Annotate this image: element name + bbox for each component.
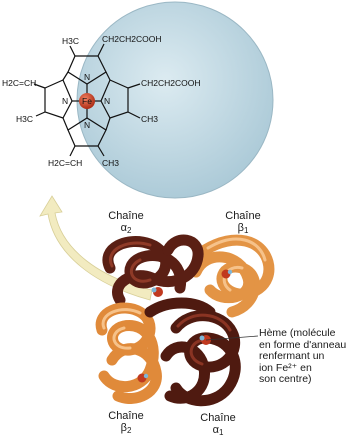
- porphyrin-ring: [33, 43, 141, 157]
- heme-leader-line: [205, 335, 259, 341]
- label-chain-beta1: Chaîne β1: [225, 210, 261, 235]
- label-chain-alpha2: Chaîne α2: [108, 210, 144, 235]
- heme-site-markers: [137, 269, 233, 383]
- chain-alpha2-tube: [102, 234, 204, 306]
- nitrogen-top: N: [84, 72, 90, 82]
- heme-note-line3: renfermant un: [259, 350, 325, 362]
- heme-note-line1: Hème (molécule: [259, 327, 336, 339]
- formula-left-vinyl: H2C=CH: [2, 78, 36, 88]
- formula-bottom-methyl: CH3: [102, 158, 119, 168]
- heme-note-line2: en forme d'anneau: [259, 338, 347, 351]
- formula-top-acid: CH2CH2COOH: [102, 34, 162, 44]
- chain-beta2-tube: [95, 302, 162, 404]
- iron-label: Fe: [82, 96, 92, 106]
- formula-bottom-vinyl: H2C=CH: [48, 158, 82, 168]
- heme-note-line4: ion Fe²⁺ en: [259, 361, 312, 374]
- formula-top-methyl: H3C: [62, 36, 79, 46]
- heme-note-line5: son centre): [259, 373, 312, 385]
- heme-magnify-circle: [76, 1, 274, 199]
- hemoglobin-protein: [95, 234, 275, 407]
- chain-beta1-tube: [190, 234, 275, 318]
- formula-left-methyl: H3C: [16, 114, 33, 124]
- formula-right-methyl: CH3: [141, 114, 158, 124]
- heme-annotation: Hème (molécule en forme d'anneau renferm…: [259, 327, 349, 386]
- nitrogen-bottom: N: [84, 120, 90, 130]
- zoom-arrow: [39, 195, 153, 301]
- label-chain-beta2: Chaîne β2: [108, 410, 144, 435]
- label-chain-alpha1: Chaîne α1: [200, 412, 236, 437]
- nitrogen-right: N: [104, 96, 110, 106]
- iron-atom: [79, 93, 95, 109]
- nitrogen-left: N: [62, 96, 68, 106]
- formula-right-acid: CH2CH2COOH: [141, 78, 201, 88]
